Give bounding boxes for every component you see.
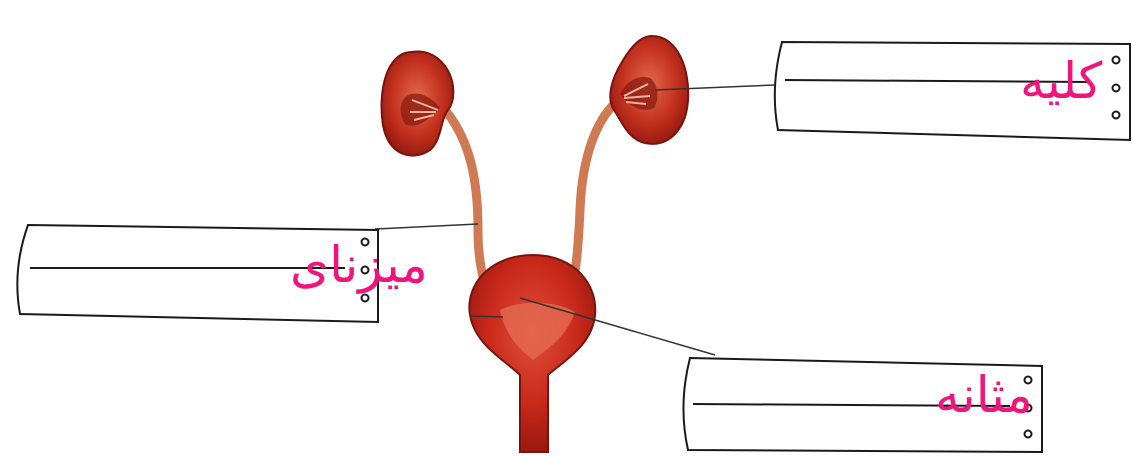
box-dot [1111, 110, 1121, 120]
box-dot [1111, 83, 1121, 93]
box-dot [1023, 429, 1033, 439]
bladder-label-box[interactable] [682, 356, 1043, 454]
bladder-mark-line [469, 315, 504, 318]
kidney-label: کلیه [1020, 52, 1102, 110]
right-kidney [609, 34, 690, 145]
left-kidney [380, 50, 455, 157]
bladder-label: مثانه [935, 366, 1033, 424]
bladder-leader-line [519, 297, 716, 356]
box-dot [360, 265, 370, 275]
box-dot [1023, 375, 1033, 385]
box-dot [360, 237, 370, 247]
bladder [468, 253, 597, 453]
ureter-label: میزنای [290, 236, 428, 294]
box-dot [1111, 55, 1121, 65]
box-dot [360, 293, 370, 303]
kidney-label-box[interactable] [773, 40, 1131, 142]
ureter-label-box[interactable] [16, 223, 379, 324]
ureter-leader-line [374, 223, 479, 230]
kidney-leader-line [654, 84, 776, 91]
box-dot [1023, 403, 1033, 413]
